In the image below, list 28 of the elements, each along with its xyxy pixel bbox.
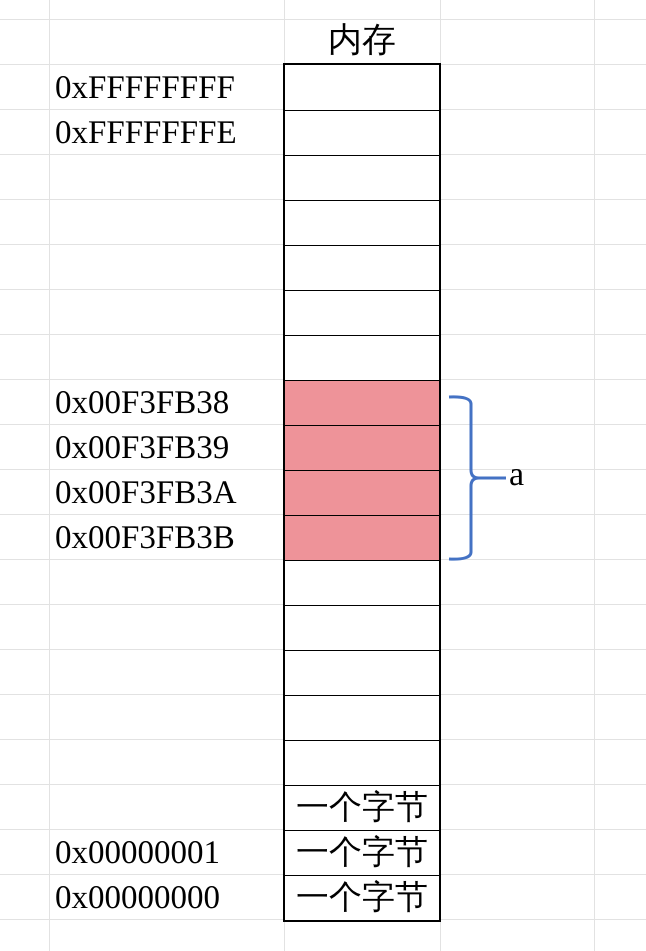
memory-cell [285,110,439,155]
memory-cell [285,245,439,290]
memory-cell [285,740,439,785]
memory-cell [285,335,439,380]
memory-cell [285,290,439,335]
memory-cell: 一个字节 [285,785,439,830]
memory-cell [285,425,439,470]
brace-label: a [509,455,524,495]
memory-cell [285,155,439,200]
memory-cell [285,470,439,515]
memory-cell [285,200,439,245]
address-label: 0x00F3FB3A [55,474,237,513]
address-label: 0xFFFFFFFE [55,114,237,153]
memory-cell [285,695,439,740]
memory-cell: 一个字节 [285,875,439,920]
memory-cell: 一个字节 [285,830,439,875]
memory-cell [285,650,439,695]
memory-cell [285,560,439,605]
address-label: 0x00F3FB3B [55,519,235,558]
memory-cell [285,605,439,650]
memory-cell [285,380,439,425]
address-label: 0x00000001 [55,834,220,873]
address-label: 0x00F3FB39 [55,429,230,468]
address-label: 0xFFFFFFFF [55,69,235,108]
column-heading: 内存 [327,21,397,61]
address-label: 0x00000000 [55,879,220,918]
address-label: 0x00F3FB38 [55,384,230,423]
memory-cell [285,515,439,560]
